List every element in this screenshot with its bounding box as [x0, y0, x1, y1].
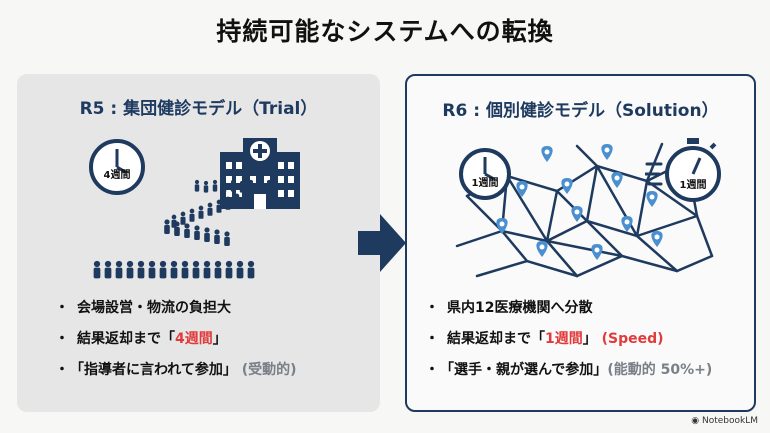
person-icon: [194, 179, 200, 192]
person-icon: [207, 202, 213, 216]
highlight-duration: 4週間: [175, 331, 213, 347]
person-icon: [236, 260, 244, 279]
right-panel-heading: R6 : 個別健診モデル（Solution）: [442, 101, 719, 121]
list-item: ・県内12医療機関へ分散: [425, 300, 593, 316]
list-item: ・「選手・親が選んで参加」(能動的 50%+): [425, 362, 713, 378]
person-icon: [225, 196, 231, 210]
person-icon: [174, 221, 180, 236]
person-icon: [239, 180, 245, 193]
stopwatch-icon: 1週間: [645, 138, 721, 202]
person-icon: [266, 179, 272, 192]
left-panel-heading: R5 : 集団健診モデル（Trial）: [79, 99, 318, 119]
queue-of-people-illustration: [93, 179, 272, 279]
person-icon: [203, 180, 209, 193]
person-icon: [180, 211, 186, 225]
person-icon: [184, 223, 190, 238]
clock-icon: 4週間: [89, 139, 145, 195]
stopwatch-label: 1週間: [680, 179, 707, 191]
highlight-duration: 1週間: [545, 331, 583, 347]
notebook-icon: ◉: [691, 416, 702, 426]
right-bullet-list: ・県内12医療機関へ分散 ・結果返却まで「1週間」 (Speed) ・「選手・親…: [425, 296, 712, 389]
person-icon: [93, 260, 101, 279]
person-icon: [214, 229, 220, 244]
slide-title: 持続可能なシステムへの転換: [216, 17, 554, 46]
person-icon: [189, 208, 195, 222]
person-icon: [234, 193, 240, 207]
person-icon: [257, 180, 263, 193]
list-item: ・会場設営・物流の負担大: [55, 300, 231, 316]
person-icon: [203, 260, 211, 279]
person-icon: [104, 260, 112, 279]
person-icon: [181, 260, 189, 279]
clock-icon: 1週間: [459, 148, 511, 200]
transition-arrow-icon: [358, 214, 406, 272]
left-bullet-list: ・会場設営・物流の負担大 ・結果返却まで「4週間」 ・「指導者に言われて参加」 …: [55, 296, 297, 389]
left-panel-r5: R5 : 集団健診モデル（Trial） 4週間: [17, 74, 380, 412]
person-icon: [230, 179, 236, 192]
person-icon: [212, 179, 218, 192]
person-icon: [126, 260, 134, 279]
person-icon: [164, 219, 170, 234]
person-icon: [159, 260, 167, 279]
note-passive: (受動的): [241, 362, 297, 378]
left-clock-label: 4週間: [104, 169, 131, 181]
person-icon: [204, 227, 210, 242]
person-icon: [216, 199, 222, 213]
note-active: (能動的 50%+): [607, 362, 713, 378]
person-icon: [247, 260, 255, 279]
person-icon: [115, 260, 123, 279]
person-icon: [194, 225, 200, 240]
list-item: ・結果返却まで「1週間」 (Speed): [425, 331, 664, 347]
person-icon: [225, 260, 233, 279]
person-icon: [248, 179, 254, 192]
person-icon: [214, 260, 222, 279]
person-icon: [148, 260, 156, 279]
person-icon: [137, 260, 145, 279]
person-icon: [170, 260, 178, 279]
list-item: ・「指導者に言われて参加」 (受動的): [55, 362, 297, 378]
right-clock-label: 1週間: [472, 177, 499, 189]
note-speed: (Speed): [601, 331, 664, 347]
right-panel-r6: R6 : 個別健診モデル（Solution） 1週間: [405, 74, 756, 412]
person-icon: [192, 260, 200, 279]
person-icon: [221, 180, 227, 193]
person-icon: [198, 205, 204, 219]
person-icon: [224, 231, 230, 246]
list-item: ・結果返却まで「4週間」: [55, 331, 227, 347]
notebooklm-logo: ◉ NotebookLM: [691, 416, 758, 426]
